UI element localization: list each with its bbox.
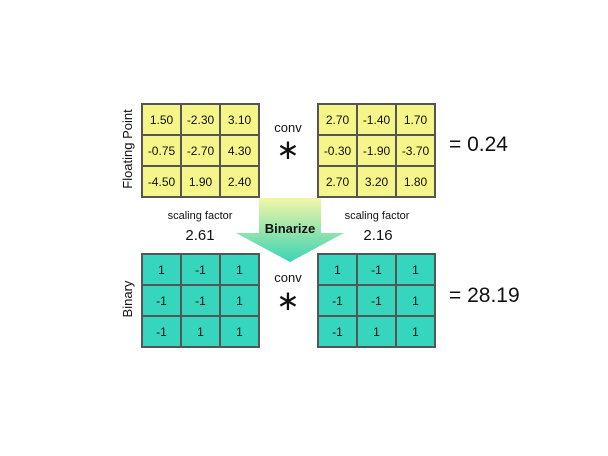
matrix-cell: 1.50: [142, 104, 181, 135]
matrix-cell: 3.10: [220, 104, 259, 135]
scaling-factor-label-right: scaling factor: [344, 210, 410, 222]
matrix-cell: 1: [318, 254, 357, 285]
matrix-cell: 1: [220, 316, 259, 347]
matrix-cell: -1: [318, 316, 357, 347]
matrix-cell: 4.30: [220, 135, 259, 166]
matrix-cell: -1: [181, 285, 220, 316]
binarize-label: Binarize: [264, 221, 316, 236]
matrix-cell: -0.30: [318, 135, 357, 166]
matrix-cell: -1: [357, 254, 396, 285]
matrix-cell: -1: [142, 316, 181, 347]
matrix-cell: 1: [220, 285, 259, 316]
matrix-cell: 1: [396, 316, 435, 347]
matrix-cell: -1: [142, 285, 181, 316]
matrix-cell: 2.70: [318, 166, 357, 197]
scaling-factor-value-right: 2.16: [363, 227, 393, 244]
matrix-cell: -1.40: [357, 104, 396, 135]
matrix-cell: 1: [396, 254, 435, 285]
matrix-cell: 1: [357, 316, 396, 347]
matrix-cell: 2.70: [318, 104, 357, 135]
matrix-cell: -1: [181, 254, 220, 285]
matrix-cell: 1: [142, 254, 181, 285]
binary-result: = 28.19: [449, 284, 520, 307]
matrix-cell: -1.90: [357, 135, 396, 166]
conv-label-bottom: conv: [274, 270, 302, 285]
conv-label-top: conv: [274, 120, 302, 135]
floating-result: = 0.24: [449, 133, 508, 156]
matrix-cell: -1: [318, 285, 357, 316]
matrix-cell: 1.80: [396, 166, 435, 197]
matrix-cell: 1.90: [181, 166, 220, 197]
scaling-factor-value-left: 2.61: [185, 227, 215, 244]
matrix-cell: 1.70: [396, 104, 435, 135]
matrix-cell: -1: [357, 285, 396, 316]
matrix-cell: 2.40: [220, 166, 259, 197]
matrix-cell: -4.50: [142, 166, 181, 197]
convolution-star-icon-top: ∗: [276, 134, 300, 165]
matrix-cell: -2.30: [181, 104, 220, 135]
matrix-cell: -3.70: [396, 135, 435, 166]
matrix-cell: -2.70: [181, 135, 220, 166]
matrix-cell: -0.75: [142, 135, 181, 166]
matrix-cell: 1: [396, 285, 435, 316]
matrix-cell: 1: [181, 316, 220, 347]
matrix-cell: 1: [220, 254, 259, 285]
matrix-cell: 3.20: [357, 166, 396, 197]
scaling-factor-label-left: scaling factor: [167, 210, 233, 222]
convolution-star-icon-bottom: ∗: [276, 285, 300, 316]
